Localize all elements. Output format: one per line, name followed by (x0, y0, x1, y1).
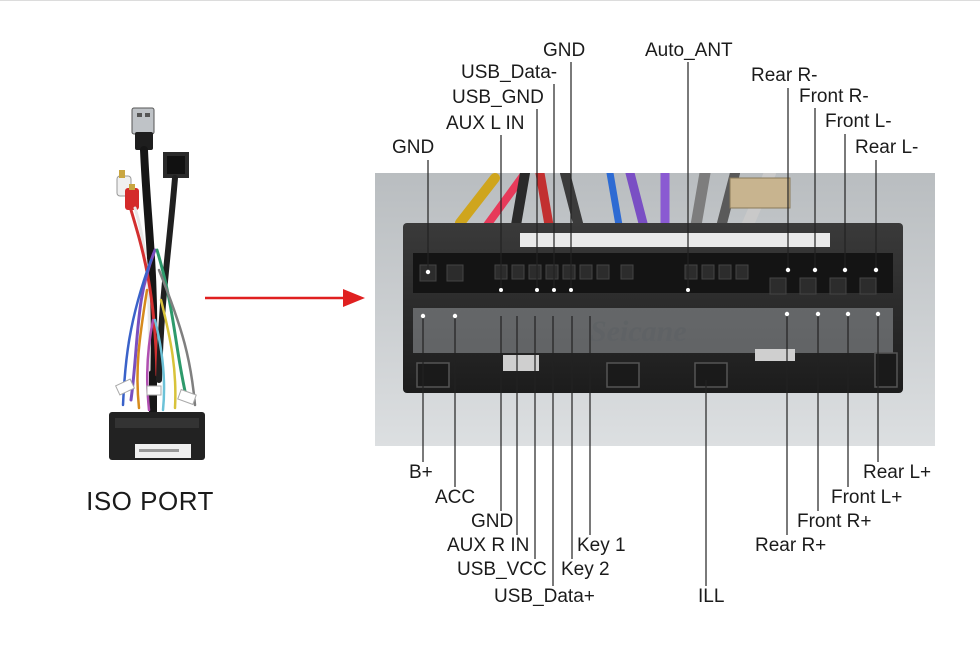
pin-label-b-plus: B+ (408, 462, 434, 484)
iso-harness-image (109, 107, 205, 460)
pin-label-gnd-bottom: GND (470, 511, 515, 533)
pin-label-gnd-left: GND (391, 137, 436, 159)
pin-label-front-l-plus: Front L+ (830, 487, 904, 509)
pin-label-gnd-top: GND (542, 40, 587, 62)
pin-label-front-l-minus: Front L- (824, 111, 893, 133)
seicane-watermark: Seicane (590, 315, 687, 348)
pin-label-usb-gnd: USB_GND (451, 87, 545, 109)
pin-label-ill: ILL (697, 586, 726, 608)
top-divider (0, 0, 980, 1)
pin-label-front-r-minus: Front R- (798, 86, 870, 108)
pin-label-rear-r-plus: Rear R+ (754, 535, 828, 557)
pin-label-usb-data-plus: USB_Data+ (493, 586, 596, 608)
pin-label-aux-l-in: AUX L IN (445, 113, 526, 135)
pin-label-front-r-plus: Front R+ (796, 511, 873, 533)
pin-label-acc: ACC (434, 487, 477, 509)
pin-label-usb-vcc: USB_VCC (456, 559, 548, 581)
pin-label-rear-l-minus: Rear L- (854, 137, 920, 159)
red-arrow-icon (205, 289, 365, 307)
pin-label-aux-r-in: AUX R IN (446, 535, 531, 557)
pin-label-rear-l-plus: Rear L+ (862, 462, 933, 484)
pin-label-rear-r-minus: Rear R- (750, 65, 819, 87)
pin-label-usb-data-minus: USB_Data- (460, 62, 559, 84)
pin-label-key-1: Key 1 (576, 535, 627, 557)
pin-label-key-2: Key 2 (560, 559, 611, 581)
pin-label-auto-ant: Auto_ANT (644, 40, 734, 62)
iso-port-label: ISO PORT (86, 486, 214, 516)
connector-photo: Seicane (375, 173, 935, 446)
